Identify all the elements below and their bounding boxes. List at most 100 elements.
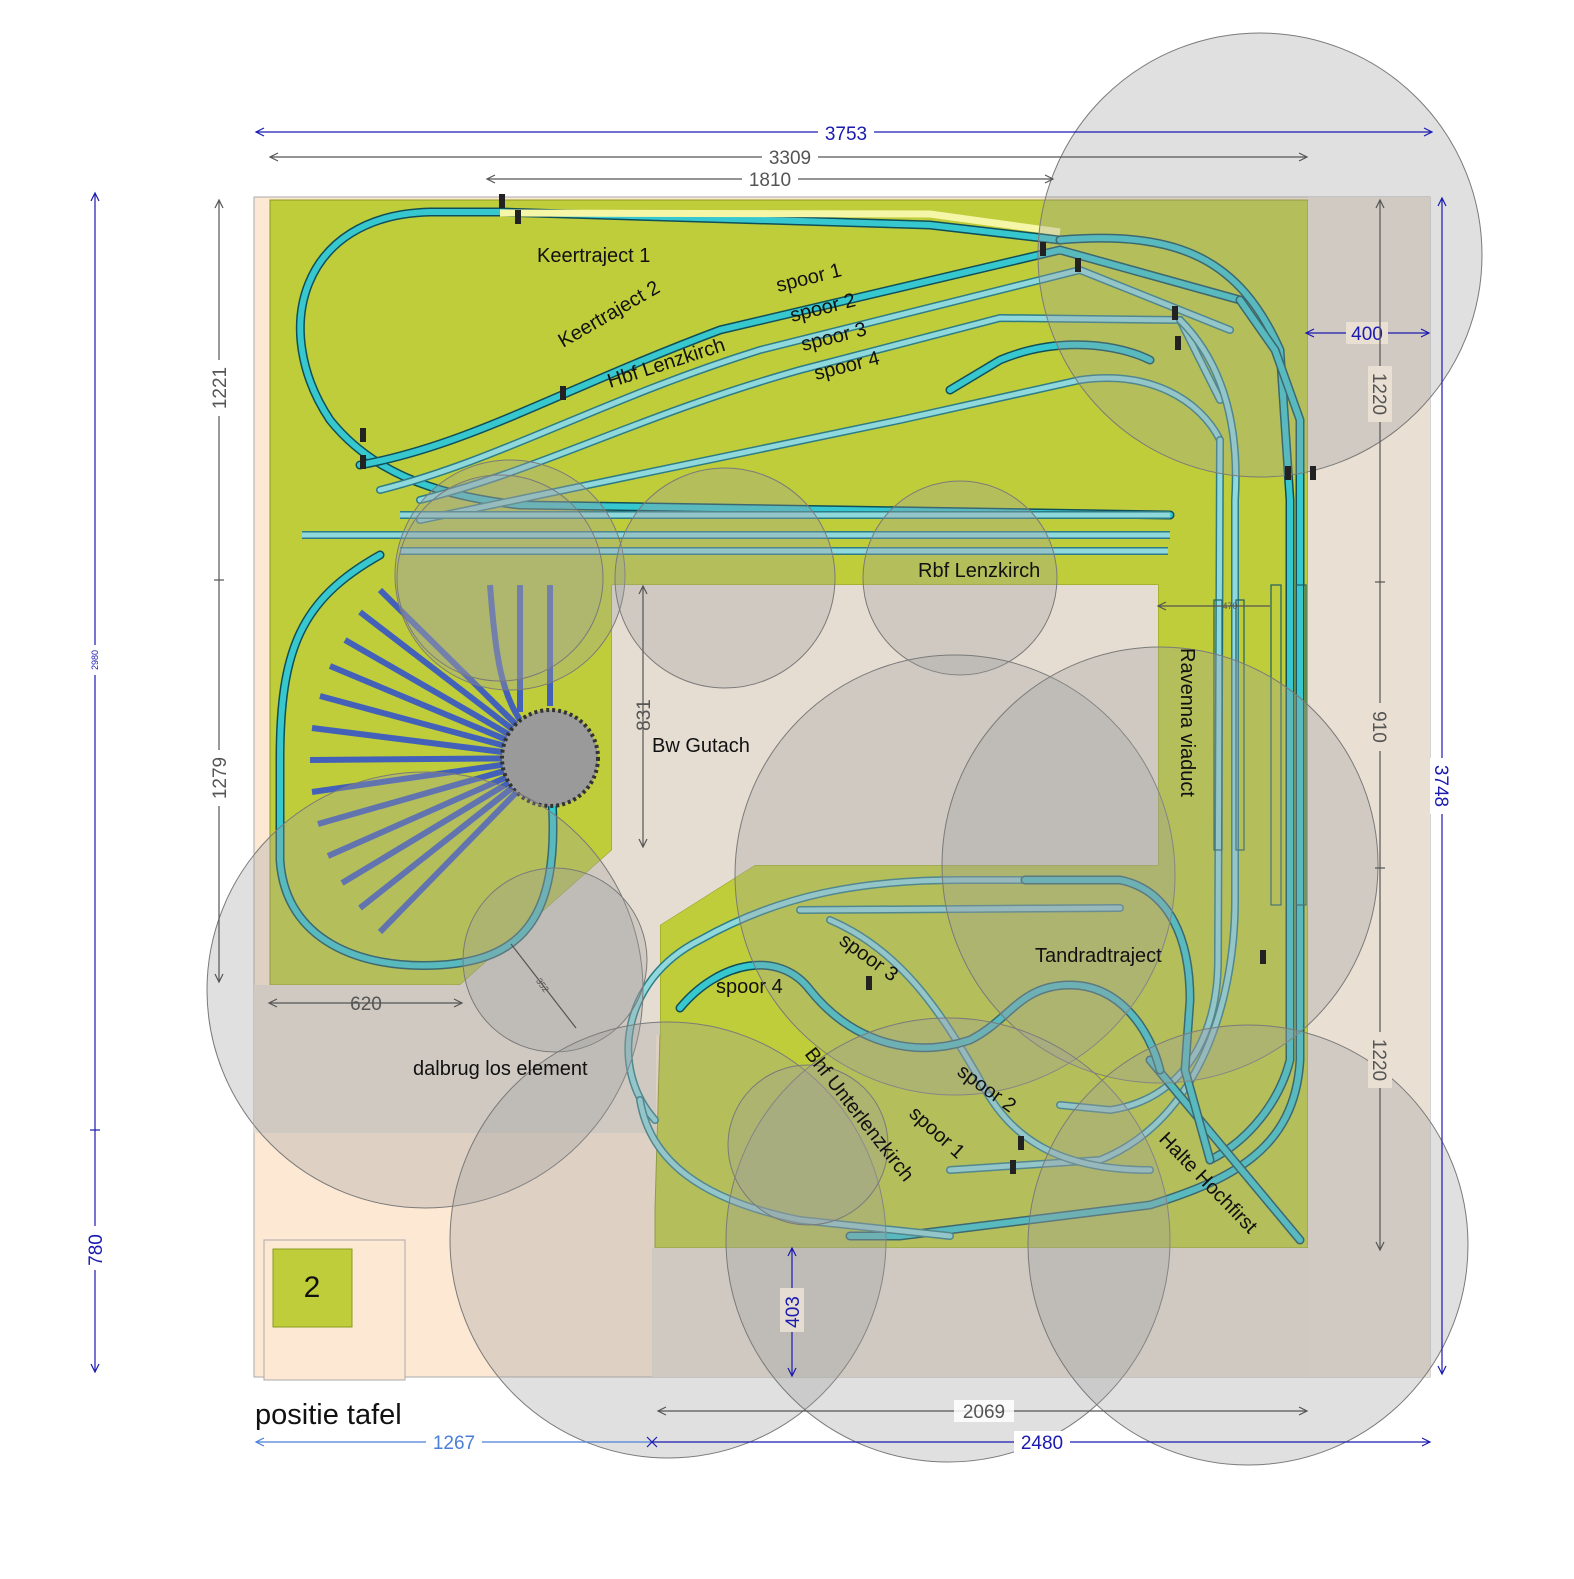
track-right-main-1-inner bbox=[1057, 235, 1293, 1163]
dim-1220b-bg bbox=[1368, 1032, 1392, 1088]
dim-910-bg bbox=[1368, 703, 1392, 751]
dim-2069-arrow-right bbox=[1298, 1406, 1309, 1416]
dim-right-arrow-top bbox=[1375, 198, 1385, 209]
track-right-main-3-inner bbox=[947, 317, 1239, 1173]
dim-3748-bg bbox=[1430, 758, 1454, 814]
dim-3753-arrow-left bbox=[254, 127, 265, 137]
dim-400-arrow-right bbox=[1420, 328, 1431, 338]
dim-1810-arrow-right bbox=[1044, 174, 1055, 184]
dim-1220a-bg bbox=[1368, 366, 1392, 422]
dim-910: 910 bbox=[1368, 711, 1389, 743]
dim-403-arrow-top bbox=[787, 1246, 797, 1257]
dim-831-arrow-top bbox=[638, 584, 648, 595]
dim-3748: 3748 bbox=[1430, 765, 1451, 807]
dim-3309-arrow-right bbox=[1298, 152, 1309, 162]
dim-831: 831 bbox=[634, 699, 655, 731]
dim-831-arrow-bottom bbox=[638, 838, 648, 849]
ravenna-viaduct bbox=[1213, 584, 1307, 906]
dim-3309-bg bbox=[762, 146, 818, 168]
dim-2480-bg bbox=[1014, 1431, 1070, 1453]
dim-470-arrow-left bbox=[1156, 601, 1167, 611]
dim-left-arrow-top bbox=[214, 198, 224, 209]
label-rbf-lenzkirch: Rbf Lenzkirch bbox=[918, 560, 1040, 582]
dim-2069-bg bbox=[954, 1400, 1014, 1422]
label-dalbrug: dalbrug los element bbox=[413, 1058, 588, 1080]
dim-1267: 1267 bbox=[433, 1433, 475, 1454]
dim-620-arrow-right bbox=[453, 998, 464, 1008]
dim-403: 403 bbox=[783, 1296, 804, 1328]
dim-352-line bbox=[510, 943, 577, 1029]
dim-400: 400 bbox=[1351, 324, 1383, 345]
dim-2980-bg bbox=[89, 645, 101, 675]
dim-2480: 2480 bbox=[1021, 1433, 1063, 1454]
dim-1810: 1810 bbox=[749, 170, 791, 191]
dim-780-bg bbox=[83, 1226, 107, 1270]
dim-1220-bottom: 1220 bbox=[1368, 1039, 1389, 1081]
dim-1279-bg bbox=[207, 750, 231, 806]
label-bw-gutach: Bw Gutach bbox=[652, 735, 750, 757]
dim-620: 620 bbox=[350, 994, 382, 1015]
track-keertraject-loop-inner bbox=[297, 209, 1173, 518]
track-keertraject1 bbox=[499, 209, 1061, 236]
track-right-main-2-inner bbox=[847, 297, 1303, 1239]
track-lower-2-inner bbox=[797, 905, 1123, 913]
turntable bbox=[500, 708, 600, 808]
dim-2980-arrow-bottom bbox=[90, 1363, 100, 1374]
central-well bbox=[612, 585, 1158, 865]
track-spoor4-inner bbox=[947, 341, 1153, 393]
track-spoor3-inner bbox=[417, 315, 1223, 503]
track-spoor1-inner bbox=[357, 246, 1243, 468]
dim-1810-bg bbox=[742, 168, 798, 190]
dim-3753: 3753 bbox=[825, 124, 867, 145]
track-left-loop-inner bbox=[277, 552, 556, 969]
dim-1221: 1221 bbox=[210, 367, 231, 409]
dim-1267-arrow-left bbox=[254, 1437, 265, 1447]
legend-table-number: 2 bbox=[304, 1271, 321, 1304]
track-lower-loop-inner bbox=[625, 877, 1123, 1123]
label-spoor4-bottom: spoor 4 bbox=[716, 976, 783, 998]
label-tandradtraject: Tandradtraject bbox=[1035, 945, 1162, 967]
track-spoor2-inner bbox=[377, 267, 1233, 493]
dim-3309-arrow-left bbox=[268, 152, 279, 162]
dim-left-arrow-bottom bbox=[214, 973, 224, 984]
track-lower-bottom-inner bbox=[637, 1097, 953, 1239]
dim-3748-arrow-top bbox=[1437, 196, 1447, 207]
dim-1220-top: 1220 bbox=[1368, 373, 1389, 415]
dim-3748-arrow-bottom bbox=[1437, 1365, 1447, 1376]
reach-circle-bw bbox=[396, 474, 604, 682]
legend-positie-tafel: positie tafel bbox=[255, 1399, 402, 1431]
legend-board bbox=[272, 1248, 353, 1328]
dim-1221-bg bbox=[207, 360, 231, 416]
dim-1810-arrow-left bbox=[485, 174, 496, 184]
dim-2069: 2069 bbox=[963, 1402, 1005, 1423]
dim-2069-arrow-left bbox=[656, 1406, 667, 1416]
dim-620-arrow-left bbox=[267, 998, 278, 1008]
dim-1279: 1279 bbox=[210, 757, 231, 799]
label-ravenna-viaduct: Ravenna viaduct bbox=[1176, 648, 1198, 797]
dim-470: 470 bbox=[1222, 601, 1237, 611]
track-lower-tandrad-inner bbox=[1022, 877, 1213, 1163]
dim-400-bg bbox=[1346, 322, 1388, 344]
dim-2980: 2980 bbox=[90, 650, 100, 670]
track-lower-3-inner bbox=[827, 917, 1153, 1173]
label-keertraject-1: Keertraject 1 bbox=[537, 245, 650, 267]
dim-right-arrow-bottom bbox=[1375, 1241, 1385, 1252]
dim-403-arrow-bottom bbox=[787, 1367, 797, 1378]
dim-403-bg bbox=[780, 1288, 804, 1332]
dim-3753-bg bbox=[818, 121, 874, 143]
left-strip bbox=[254, 985, 656, 1133]
dim-1267-bg bbox=[426, 1431, 482, 1453]
dim-780: 780 bbox=[86, 1234, 107, 1266]
dim-2480-arrow-right bbox=[1421, 1437, 1432, 1447]
track-halte-inner bbox=[1147, 1057, 1303, 1243]
signals bbox=[360, 194, 1316, 1174]
dim-400-arrow-left bbox=[1304, 328, 1315, 338]
track-spoor4-lower-inner bbox=[677, 962, 1163, 1073]
dim-2980-arrow-top bbox=[90, 191, 100, 202]
dim-3309: 3309 bbox=[769, 148, 811, 169]
track-rbf-approach-inner bbox=[417, 375, 1223, 523]
dim-split-tick-2 bbox=[646, 1436, 658, 1448]
dim-3753-arrow-right bbox=[1423, 127, 1434, 137]
